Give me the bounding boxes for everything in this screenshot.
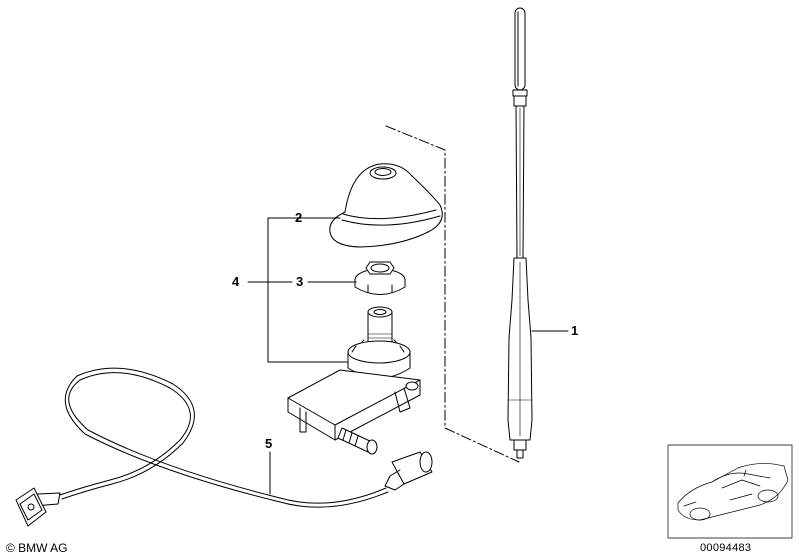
antenna-cover bbox=[329, 163, 443, 248]
callout-3: 3 bbox=[296, 274, 304, 289]
callout-5: 5 bbox=[265, 436, 273, 451]
vehicle-thumbnail bbox=[667, 444, 793, 539]
callout-1: 1 bbox=[571, 323, 579, 338]
antenna-rod bbox=[507, 7, 533, 459]
nut bbox=[354, 261, 406, 295]
copyright-text: © BMW AG bbox=[6, 541, 68, 555]
antenna-cable bbox=[15, 367, 433, 527]
leader-lines bbox=[247, 217, 569, 495]
antenna-base-amplifier bbox=[287, 306, 421, 455]
drawing-number: 00094483 bbox=[700, 542, 752, 554]
callout-4: 4 bbox=[232, 274, 240, 289]
callout-2: 2 bbox=[295, 210, 303, 225]
alignment-line bbox=[385, 125, 520, 463]
